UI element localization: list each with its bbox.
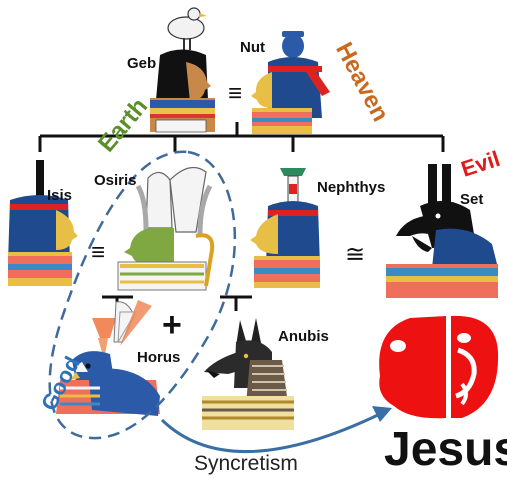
isis-label: Isis <box>47 187 73 204</box>
nut-label: Nut <box>240 39 265 56</box>
plus-symbol: + <box>162 306 182 344</box>
family-tree-lines <box>38 122 445 311</box>
nephthys-figure <box>250 168 320 288</box>
horus-label: Horus <box>137 349 181 366</box>
syncretism-arrow <box>160 412 381 453</box>
good-dashed-oval <box>48 150 237 440</box>
jesus-label: Jesus <box>384 423 507 476</box>
geb-figure <box>150 7 215 133</box>
anubis-label: Anubis <box>278 328 329 345</box>
nephthys-label: Nephthys <box>317 179 386 196</box>
isis-figure <box>8 160 78 286</box>
equivalence-symbol-top: ≡ <box>228 80 243 107</box>
set-figure <box>386 164 498 298</box>
geb-label: Geb <box>127 55 157 72</box>
osiris-figure <box>117 166 215 291</box>
approx-symbol: ≅ <box>345 241 366 268</box>
syncretism-label: Syncretism <box>194 452 298 475</box>
jesus-icon <box>379 312 499 422</box>
osiris-label: Osiris <box>94 172 137 189</box>
set-label: Set <box>460 191 484 208</box>
anubis-figure <box>202 318 294 430</box>
equivalence-symbol-mid: ≡ <box>91 239 106 266</box>
nut-figure <box>251 31 330 134</box>
